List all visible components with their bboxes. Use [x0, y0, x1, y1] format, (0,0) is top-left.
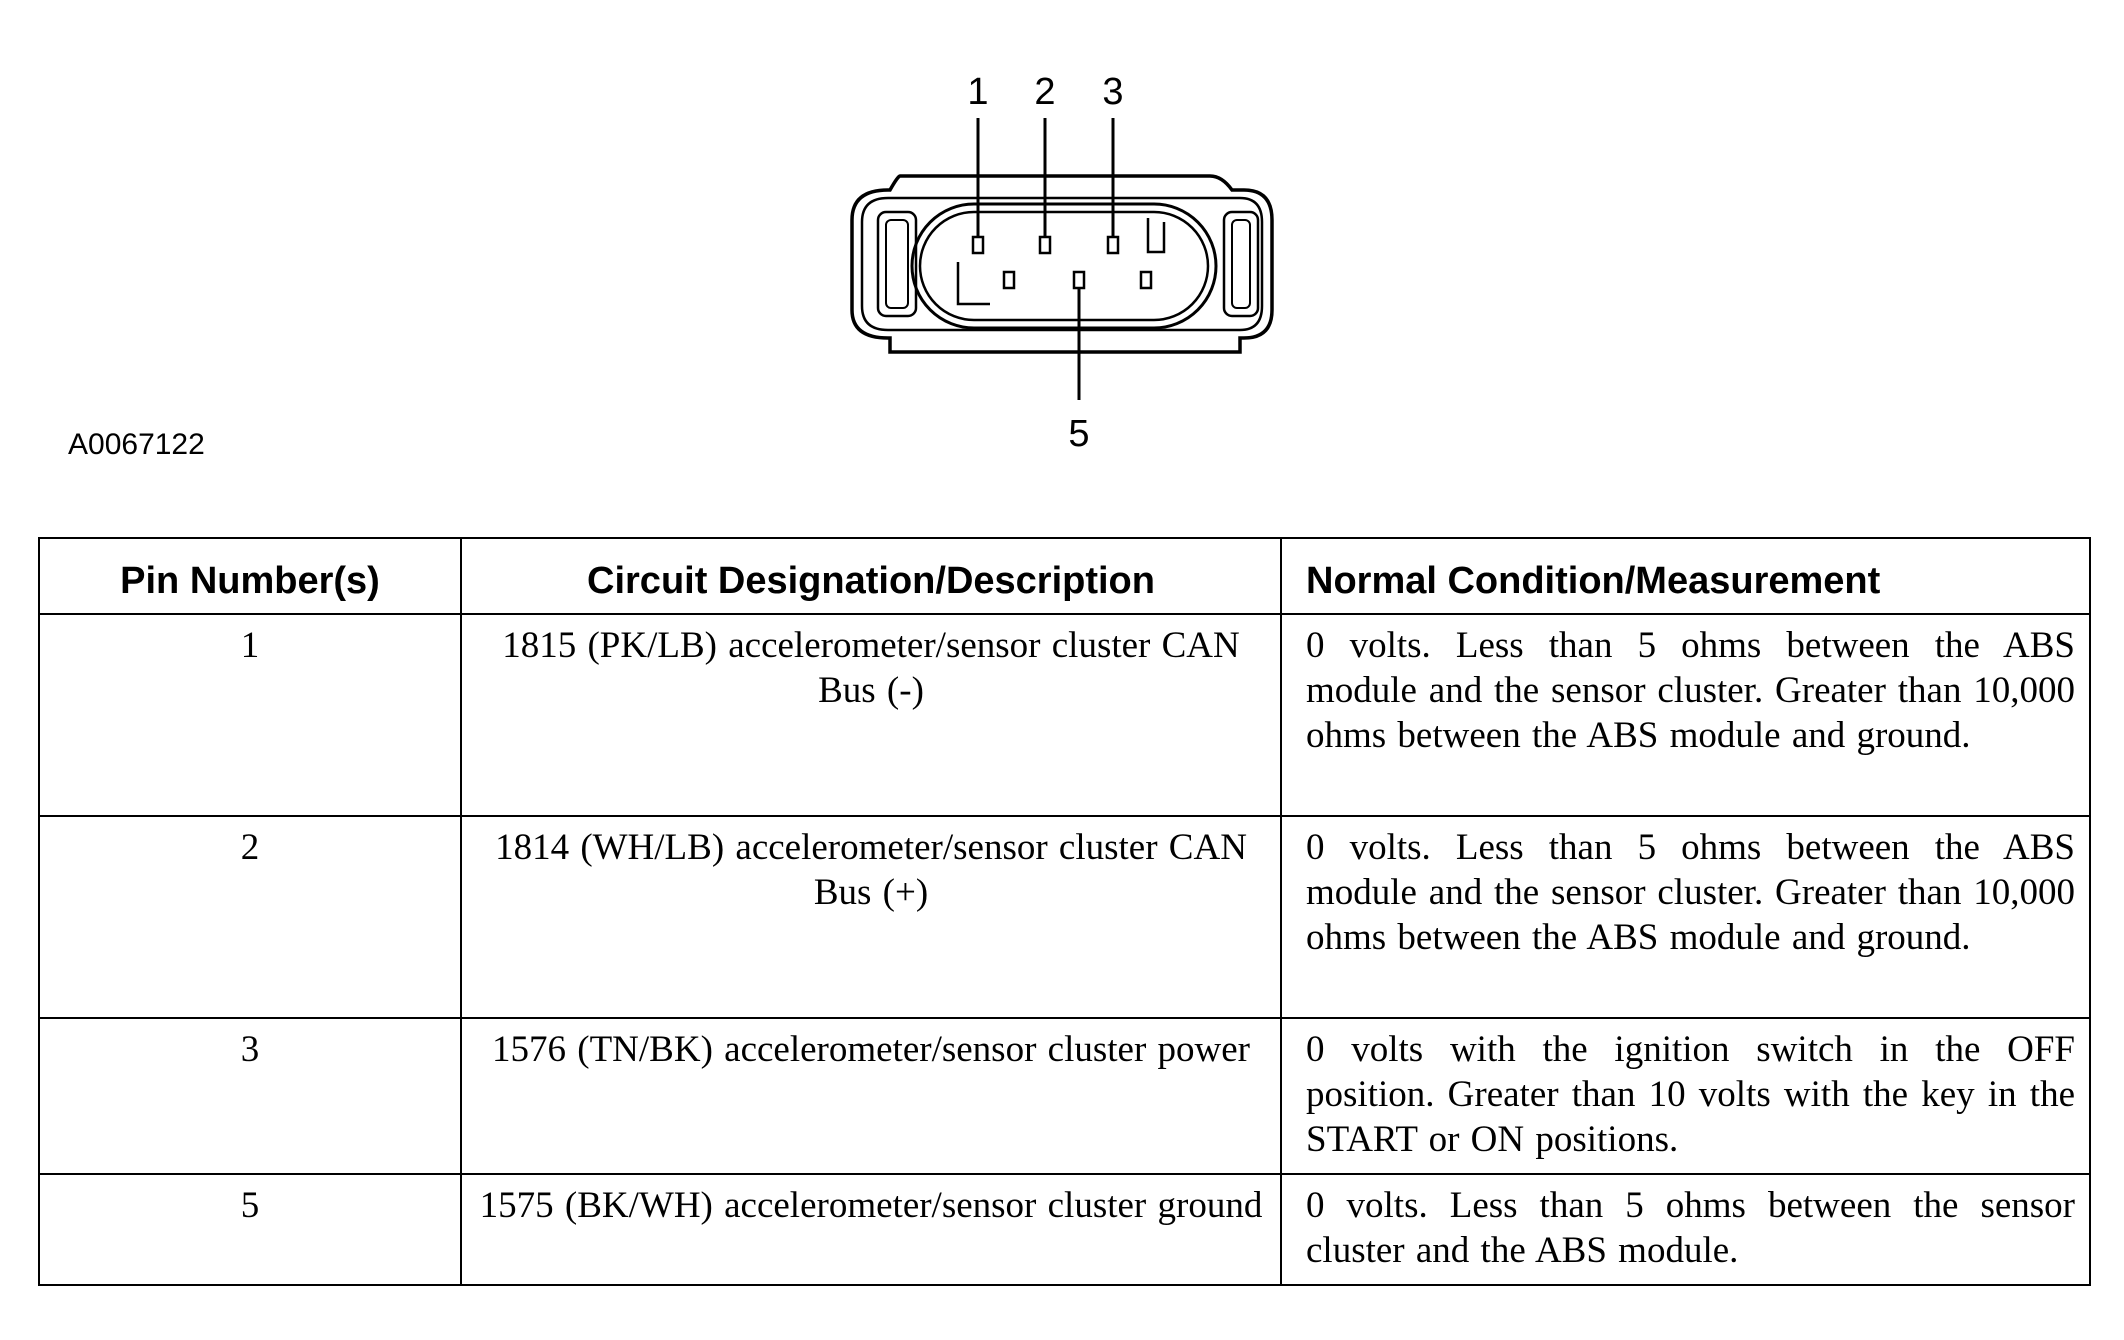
circuit-description-cell: 1814 (WH/LB) accelerometer/sensor cluste…	[460, 815, 1282, 1019]
pinout-table: Pin Number(s) Circuit Designation/Descri…	[38, 537, 2091, 1286]
condition-cell: 0 volts. Less than 5 ohms between the AB…	[1280, 613, 2091, 817]
table-header-row: Pin Number(s) Circuit Designation/Descri…	[38, 537, 2091, 615]
condition-cell: 0 volts with the ignition switch in the …	[1280, 1017, 2091, 1175]
condition-cell: 0 volts. Less than 5 ohms between the se…	[1280, 1173, 2091, 1286]
pin-cavity-outer	[910, 202, 1218, 330]
pin-number-cell: 5	[38, 1173, 462, 1286]
pin-2-callout: 2	[1034, 71, 1055, 113]
pin-number-cell: 1	[38, 613, 462, 817]
circuit-description-cell: 1576 (TN/BK) accelerometer/sensor cluste…	[460, 1017, 1282, 1175]
pin-1-callout: 1	[967, 71, 988, 113]
header-normal-condition: Normal Condition/Measurement	[1280, 537, 2091, 615]
table-row: 1 1815 (PK/LB) accelerometer/sensor clus…	[38, 613, 2091, 817]
table-row: 2 1814 (WH/LB) accelerometer/sensor clus…	[38, 815, 2091, 1019]
connector-housing-outer	[850, 174, 1274, 354]
connector-diagram: 1 2 3 5	[850, 71, 1274, 455]
pin-number-cell: 3	[38, 1017, 462, 1175]
condition-cell: 0 volts. Less than 5 ohms between the AB…	[1280, 815, 2091, 1019]
table-row: 5 1575 (BK/WH) accelerometer/sensor clus…	[38, 1173, 2091, 1286]
pin-5-callout: 5	[1068, 413, 1089, 455]
header-pin-number: Pin Number(s)	[38, 537, 462, 615]
pin-4-terminal	[1002, 270, 1016, 290]
pin-number-cell: 2	[38, 815, 462, 1019]
circuit-description-cell: 1575 (BK/WH) accelerometer/sensor cluste…	[460, 1173, 1282, 1286]
pin-3-callout: 3	[1102, 71, 1123, 113]
pin-3-terminal	[1106, 235, 1120, 255]
left-latch	[876, 210, 918, 318]
key-feature-left	[956, 262, 990, 306]
figure-id: A0067122	[68, 428, 205, 461]
right-latch-inner	[1231, 219, 1251, 309]
pin-2-terminal	[1038, 235, 1052, 255]
table-row: 3 1576 (TN/BK) accelerometer/sensor clus…	[38, 1017, 2091, 1175]
left-latch-inner	[885, 219, 909, 309]
header-circuit-description: Circuit Designation/Description	[460, 537, 1282, 615]
right-latch	[1222, 210, 1260, 318]
connector-housing-inner	[860, 196, 1264, 332]
circuit-description-cell: 1815 (PK/LB) accelerometer/sensor cluste…	[460, 613, 1282, 817]
pin-5-terminal	[1072, 270, 1086, 290]
pin-cavity-inner	[918, 210, 1210, 322]
key-feature-right	[1146, 218, 1166, 254]
pin-6-terminal	[1139, 270, 1153, 290]
pin-1-terminal	[971, 235, 985, 255]
